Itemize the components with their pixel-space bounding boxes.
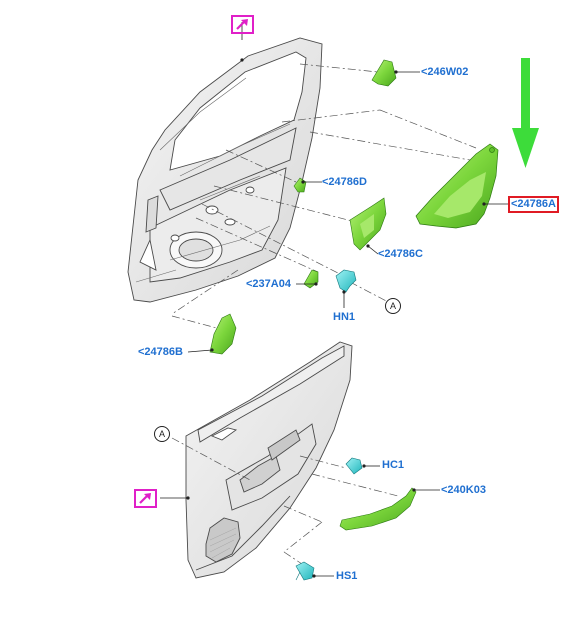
label-240K03[interactable]: <240K03	[441, 484, 486, 496]
label-HS1[interactable]: HS1	[336, 570, 358, 582]
reference-callout-a-upper: A	[385, 298, 401, 314]
label-24786B[interactable]: <24786B	[138, 346, 183, 358]
reference-callout-a-lower: A	[154, 426, 170, 442]
speaker-grille-texture	[209, 527, 237, 559]
door-inner-frame	[127, 37, 323, 303]
label-24786C[interactable]: <24786C	[378, 248, 423, 260]
external-ref-button-upper[interactable]	[231, 15, 254, 34]
part-HS1[interactable]	[295, 561, 315, 581]
door-trim-panel	[185, 341, 353, 579]
part-24786C[interactable]	[349, 197, 387, 251]
label-HC1[interactable]: HC1	[382, 459, 405, 471]
arrow-up-right-icon	[236, 19, 248, 30]
part-HC1[interactable]	[345, 457, 363, 475]
leader-lines-upper	[171, 63, 477, 331]
arrow-down-icon	[512, 58, 539, 168]
part-240K03[interactable]	[339, 487, 417, 531]
part-24786A[interactable]	[415, 143, 499, 229]
label-246W02[interactable]: <246W02	[421, 66, 469, 78]
label-24786D[interactable]: <24786D	[322, 176, 367, 188]
part-HN1[interactable]	[335, 269, 357, 293]
label-237A04[interactable]: <237A04	[246, 278, 291, 290]
leader-dots	[186, 58, 486, 578]
arrow-up-right-icon	[139, 493, 151, 504]
label-HN1[interactable]: HN1	[333, 311, 356, 323]
door-frame-detail-lines	[135, 77, 291, 283]
part-24786B[interactable]	[209, 313, 237, 355]
label-24786A-selected[interactable]: <24786A	[508, 196, 559, 213]
part-246W02[interactable]	[371, 59, 397, 87]
external-ref-button-lower[interactable]	[134, 489, 157, 508]
leader-lines-lower	[171, 437, 399, 565]
